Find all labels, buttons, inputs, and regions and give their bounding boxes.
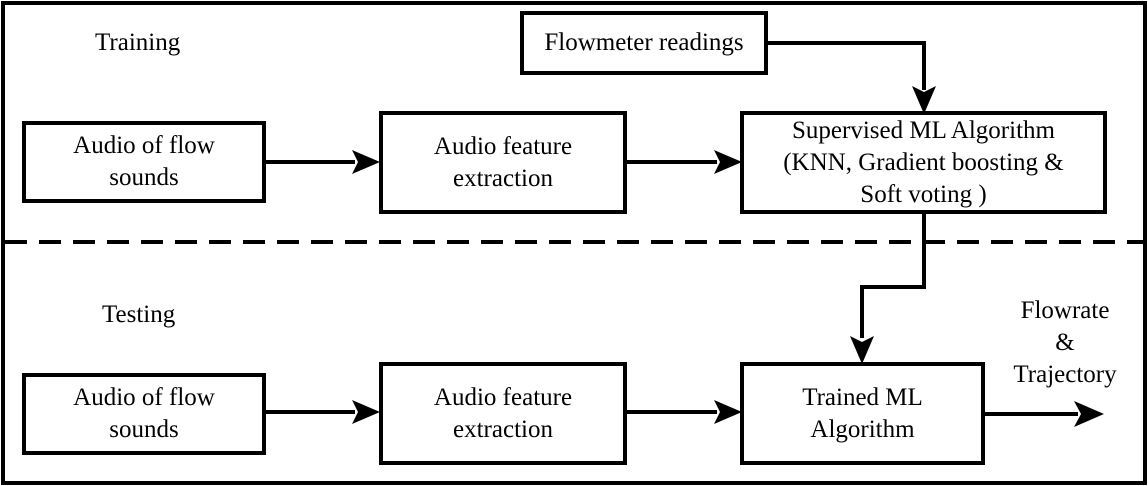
box-line: Flowmeter readings bbox=[544, 29, 744, 56]
arrow-ml-to-trained bbox=[850, 212, 926, 364]
box-line: Audio feature bbox=[433, 383, 573, 411]
training-label: Training bbox=[95, 29, 181, 56]
box-line: extraction bbox=[453, 415, 553, 443]
output-line: & bbox=[1055, 329, 1075, 356]
box-line: extraction bbox=[453, 164, 553, 192]
box-line: Algorithm bbox=[810, 415, 915, 443]
supervised-ml-box: Supervised ML Algorithm (KNN, Gradient b… bbox=[740, 111, 1107, 214]
feature-extraction-box-testing: Audio feature extraction bbox=[379, 362, 627, 465]
audio-input-box-training: Audio of flow sounds bbox=[22, 121, 266, 203]
box-line: sounds bbox=[109, 164, 179, 191]
box-line: Audio of flow bbox=[73, 384, 215, 411]
arrow-feature-to-trained bbox=[626, 400, 742, 424]
output-line: Trajectory bbox=[1013, 361, 1117, 388]
box-line: Audio of flow bbox=[73, 132, 215, 159]
flowmeter-readings-box: Flowmeter readings bbox=[520, 11, 768, 75]
arrow-audio-to-feature-training bbox=[264, 150, 380, 174]
box-line: Soft voting ) bbox=[860, 180, 987, 208]
box-line: (KNN, Gradient boosting & bbox=[783, 148, 1064, 176]
audio-input-box-testing: Audio of flow sounds bbox=[22, 373, 266, 455]
trained-ml-box: Trained ML Algorithm bbox=[740, 362, 985, 465]
box-line: sounds bbox=[109, 416, 179, 443]
testing-label: Testing bbox=[102, 301, 176, 328]
output-label: Flowrate & Trajectory bbox=[1000, 295, 1130, 391]
arrow-trained-to-output bbox=[983, 401, 1104, 427]
arrow-audio-to-feature-testing bbox=[264, 400, 380, 424]
arrow-flowmeter-to-ml bbox=[766, 41, 936, 114]
output-line: Flowrate bbox=[1020, 297, 1110, 324]
feature-extraction-box-training: Audio feature extraction bbox=[379, 111, 627, 214]
box-line: Supervised ML Algorithm bbox=[792, 116, 1055, 144]
box-line: Audio feature bbox=[433, 132, 573, 160]
box-line: Trained ML bbox=[802, 383, 923, 411]
arrow-feature-to-ml-training bbox=[626, 150, 742, 174]
